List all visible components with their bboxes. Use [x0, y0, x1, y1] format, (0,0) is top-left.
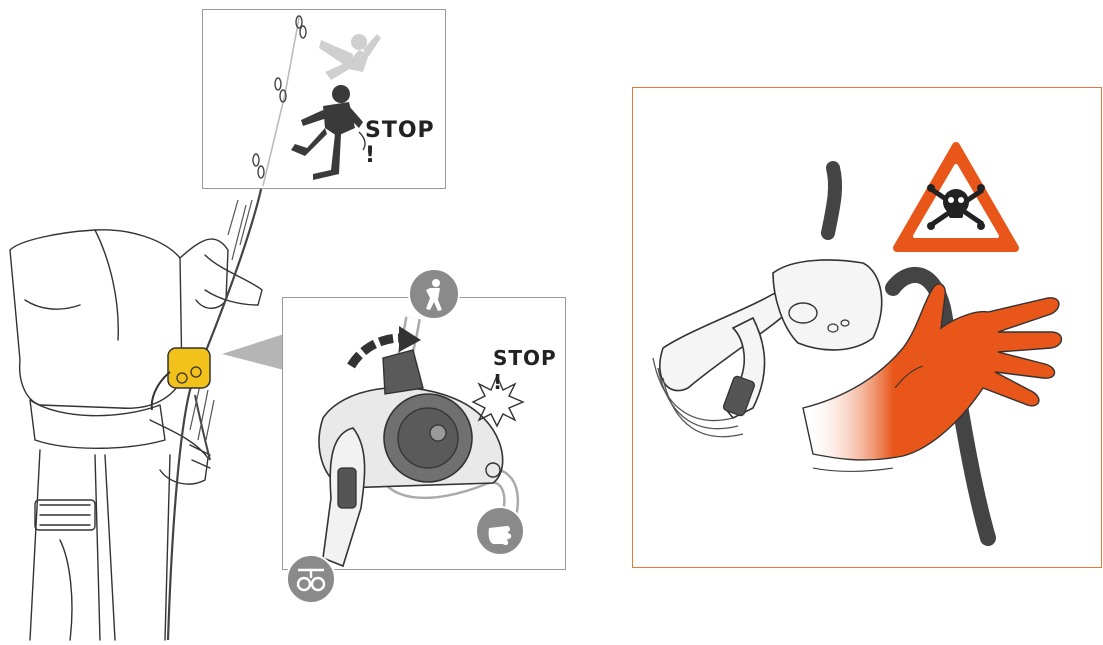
- belayer-hand-icon: [475, 506, 525, 556]
- callout-pointer: [222, 330, 284, 370]
- harness-icon: [286, 554, 336, 604]
- fall-stop-label: STOP !: [365, 118, 445, 168]
- climber-icon: [408, 268, 460, 320]
- fall-inset-panel: STOP !: [202, 9, 446, 189]
- device-inset-panel: STOP !: [282, 297, 566, 570]
- warning-panel: [632, 87, 1102, 568]
- grabbing-hand-illustration: [633, 88, 1101, 567]
- device-stop-label: STOP !: [493, 346, 565, 394]
